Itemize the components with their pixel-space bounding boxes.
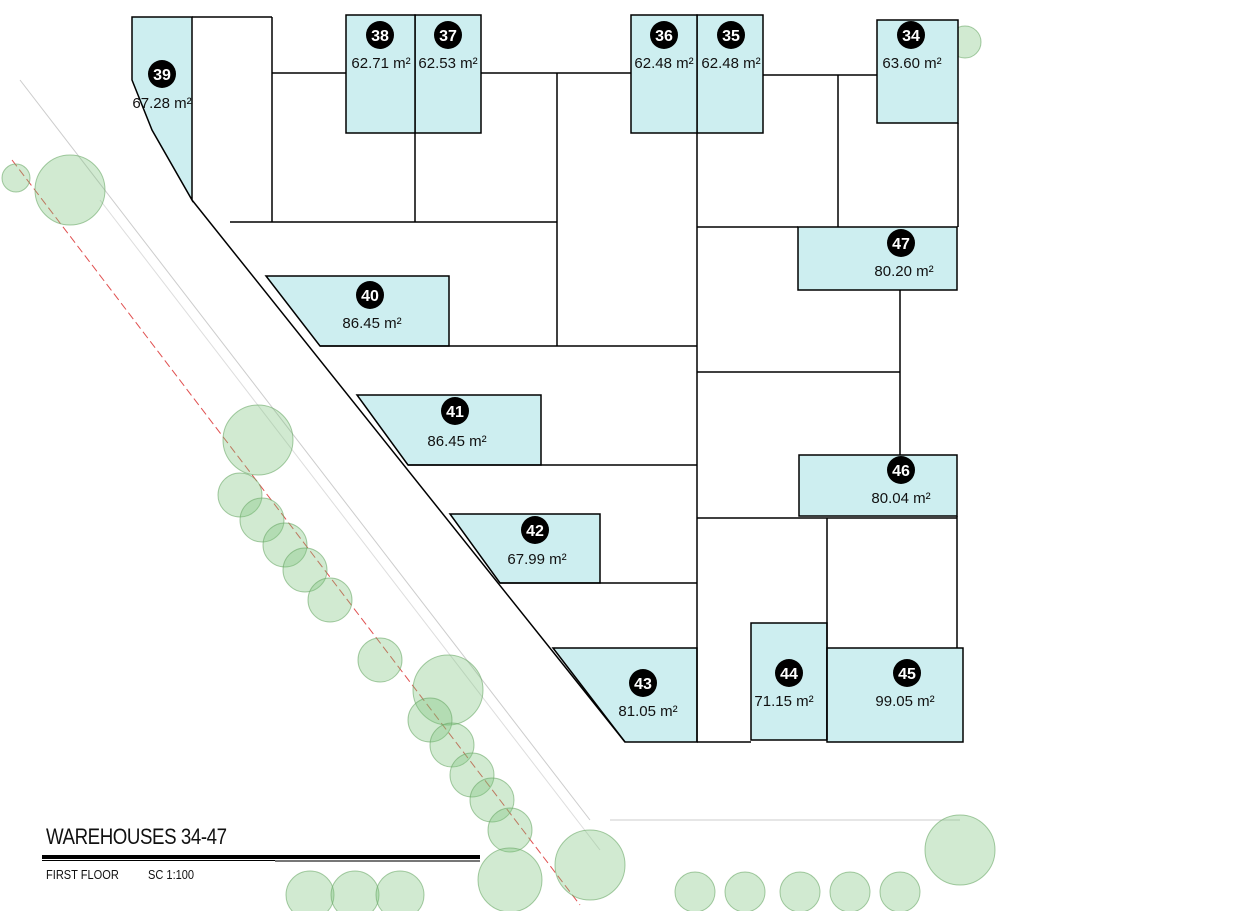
unit-area-label: 67.99 m² xyxy=(507,551,566,568)
unit-number: 34 xyxy=(902,28,920,45)
tree-icon xyxy=(375,870,425,911)
unit-number-badge xyxy=(897,21,925,49)
unit-number-badge xyxy=(893,659,921,687)
tree-icon xyxy=(222,404,294,476)
unit-number-badge xyxy=(887,456,915,484)
unit-44: 44 71.15 m² xyxy=(750,622,828,741)
unit-34: 34 63.60 m² xyxy=(876,19,959,124)
unit-40: 40 86.45 m² xyxy=(264,275,450,347)
unit-area xyxy=(131,16,193,203)
tree-icon xyxy=(924,814,996,886)
tree-icon xyxy=(282,547,328,593)
tree-icon xyxy=(262,522,308,568)
unit-38: 38 62.71 m² xyxy=(345,14,416,134)
unit-36: 36 62.48 m² xyxy=(630,14,698,134)
unit-number-badge xyxy=(366,21,394,49)
unit-number-badge xyxy=(717,21,745,49)
tree-icon xyxy=(879,871,921,911)
unit-number: 42 xyxy=(526,523,544,540)
tree-icon xyxy=(239,497,285,543)
tree-icon xyxy=(554,829,626,901)
tree-icon xyxy=(469,777,515,823)
tree-icon xyxy=(829,871,871,911)
tree-icon xyxy=(412,654,484,726)
tree-icon xyxy=(307,577,353,623)
unit-area-label: 86.45 m² xyxy=(427,433,486,450)
unit-number-badge xyxy=(629,669,657,697)
road-centerline xyxy=(11,159,581,906)
unit-area-label: 62.71 m² xyxy=(351,55,410,72)
unit-area-label: 62.53 m² xyxy=(418,55,477,72)
unit-39: 39 67.28 m² xyxy=(131,16,193,203)
title-rule-grey xyxy=(275,860,480,862)
title-rule-thin xyxy=(42,860,278,861)
unit-number-badge xyxy=(775,659,803,687)
unit-number: 46 xyxy=(892,463,910,480)
tree-icon xyxy=(285,870,335,911)
unit-41: 41 86.45 m² xyxy=(355,394,542,466)
unit-area-label: 63.60 m² xyxy=(882,55,941,72)
road-edge xyxy=(19,79,591,821)
tree-icon xyxy=(449,752,495,798)
unit-number: 38 xyxy=(371,28,389,45)
unit-42: 42 67.99 m² xyxy=(448,513,601,584)
unit-area-label: 86.45 m² xyxy=(342,315,401,332)
tree-icon xyxy=(779,871,821,911)
unit-45: 45 99.05 m² xyxy=(826,647,964,743)
parking-edge xyxy=(99,199,601,851)
unit-area xyxy=(551,647,698,743)
unit-number: 37 xyxy=(439,28,457,45)
unit-number: 45 xyxy=(898,666,916,683)
unit-number: 40 xyxy=(361,288,379,305)
unit-number: 36 xyxy=(655,28,673,45)
unit-area-label: 71.15 m² xyxy=(754,693,813,710)
scale-label: SC 1:100 xyxy=(148,867,195,882)
plan-title: WAREHOUSES 34-47 xyxy=(46,824,227,849)
unit-number-badge xyxy=(148,60,176,88)
unit-area-label: 99.05 m² xyxy=(875,693,934,710)
floor-label: FIRST FLOOR xyxy=(46,867,119,882)
unit-number-badge xyxy=(356,281,384,309)
tree-icon xyxy=(330,870,380,911)
unit-number: 43 xyxy=(634,676,652,693)
unit-area-label: 80.04 m² xyxy=(871,490,930,507)
unit-number: 39 xyxy=(153,67,171,84)
unit-number: 35 xyxy=(722,28,740,45)
unit-46: 46 80.04 m² xyxy=(798,454,958,517)
unit-area-label: 62.48 m² xyxy=(634,55,693,72)
unit-area-label: 80.20 m² xyxy=(874,263,933,280)
tree-icon xyxy=(429,722,475,768)
unit-47: 47 80.20 m² xyxy=(797,226,958,291)
unit-number-badge xyxy=(441,397,469,425)
tree-icon xyxy=(724,871,766,911)
wall xyxy=(191,199,626,743)
tree-icon xyxy=(1,163,31,193)
unit-number: 44 xyxy=(780,666,798,683)
title-rule xyxy=(42,855,480,859)
unit-area-label: 67.28 m² xyxy=(132,95,191,112)
unit-number: 47 xyxy=(892,236,910,253)
unit-number-badge xyxy=(521,516,549,544)
unit-35: 35 62.48 m² xyxy=(696,14,764,134)
unit-area-label: 81.05 m² xyxy=(618,703,677,720)
tree-icon xyxy=(34,154,106,226)
tree-icon xyxy=(477,847,543,911)
unit-37: 37 62.53 m² xyxy=(414,14,482,134)
unit-number-badge xyxy=(650,21,678,49)
unit-number: 41 xyxy=(446,404,464,421)
unit-43: 43 81.05 m² xyxy=(551,647,698,743)
tree-icon xyxy=(487,807,533,853)
unit-area xyxy=(797,226,958,291)
unit-number-badge xyxy=(887,229,915,257)
tree-icon xyxy=(674,871,716,911)
unit-area xyxy=(264,275,450,347)
unit-number-badge xyxy=(434,21,462,49)
unit-area-label: 62.48 m² xyxy=(701,55,760,72)
tree-icon xyxy=(357,637,403,683)
